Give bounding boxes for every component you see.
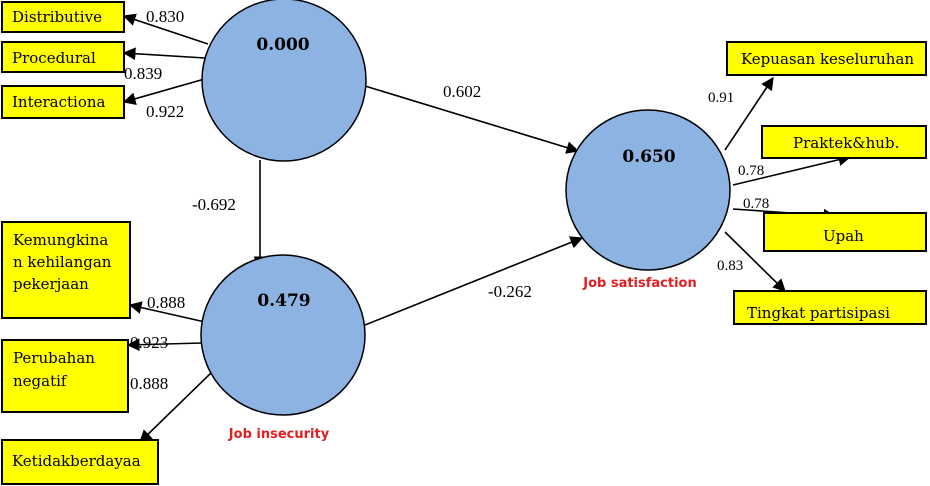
construct-insecurity-name: Job insecurity	[228, 427, 330, 442]
loading-arrow-overall	[724, 76, 774, 151]
indicator-wage: Upah	[763, 212, 927, 252]
loading-loss: 0.888	[147, 293, 185, 312]
loading-wage: 0.78	[743, 196, 769, 212]
loading-arrow-participation	[724, 231, 786, 292]
loading-arrow-interactional	[122, 77, 209, 105]
loading-arrow-distributive	[122, 13, 209, 45]
indicator-procedural-label: Procedural	[12, 49, 96, 67]
indicator-wage-label: Upah	[823, 227, 864, 245]
indicator-loss-label-1: Kemungkina	[13, 231, 108, 249]
loading-participation: 0.83	[717, 258, 743, 274]
indicator-distributive: Distributive	[1, 1, 125, 33]
indicator-interactional-label: Interactiona	[12, 93, 106, 111]
loading-arrow-negative	[126, 338, 203, 352]
loading-negative: 0.923	[130, 333, 168, 352]
indicator-loss: Kemungkina n kehilangan pekerjaan	[1, 221, 131, 319]
indicator-negative: Perubahan negatif	[1, 339, 129, 413]
loading-overall: 0.91	[708, 90, 734, 106]
loading-arrow-powerless	[139, 371, 213, 443]
loading-arrow-practice	[732, 153, 852, 186]
path-coef-insecurity-satisfaction: -0.262	[488, 282, 532, 301]
indicator-participation-label: Tingkat partisipasi	[747, 304, 890, 322]
path-coef-justice-satisfaction: 0.602	[443, 82, 481, 101]
indicator-negative-label-2: negatif	[13, 372, 68, 390]
path-arrow-insecurity-satisfaction	[364, 236, 584, 326]
construct-satisfaction-value: 0.650	[622, 147, 675, 167]
indicator-procedural: Procedural	[1, 41, 125, 73]
indicator-interactional: Interactiona	[1, 85, 125, 119]
indicator-powerless-label: Ketidakberdayaa	[12, 452, 141, 470]
indicator-negative-label-1: Perubahan	[13, 349, 95, 367]
loading-procedural: 0.839	[124, 64, 162, 83]
loading-practice: 0.78	[738, 163, 764, 179]
indicator-participation: Tingkat partisipasi	[733, 290, 927, 325]
indicator-practice-label: Praktek&hub.	[793, 134, 899, 152]
loading-distributive: 0.830	[146, 7, 184, 26]
loading-arrow-procedural	[122, 47, 206, 61]
indicator-overall: Kepuasan keseluruhan	[726, 41, 927, 76]
path-arrow-justice-satisfaction	[364, 85, 580, 154]
indicator-loss-label-2: n kehilangan	[13, 253, 112, 271]
indicator-distributive-label: Distributive	[12, 8, 102, 26]
loading-interactional: 0.922	[146, 102, 184, 121]
construct-insecurity-value: 0.479	[257, 291, 310, 311]
construct-satisfaction: 0.650	[565, 109, 731, 271]
construct-justice: 0.000	[201, 0, 367, 162]
loading-powerless: 0.888	[130, 374, 168, 393]
construct-justice-value: 0.000	[256, 35, 309, 55]
indicator-practice: Praktek&hub.	[761, 125, 927, 159]
loading-arrow-loss	[128, 301, 206, 323]
indicator-loss-label-3: pekerjaan	[13, 275, 89, 293]
indicator-overall-label: Kepuasan keseluruhan	[741, 50, 914, 68]
path-coef-justice-insecurity: -0.692	[192, 195, 236, 214]
construct-satisfaction-name: Job satisfaction	[582, 276, 697, 291]
indicator-powerless: Ketidakberdayaa	[1, 439, 159, 485]
construct-insecurity: 0.479	[200, 254, 366, 416]
